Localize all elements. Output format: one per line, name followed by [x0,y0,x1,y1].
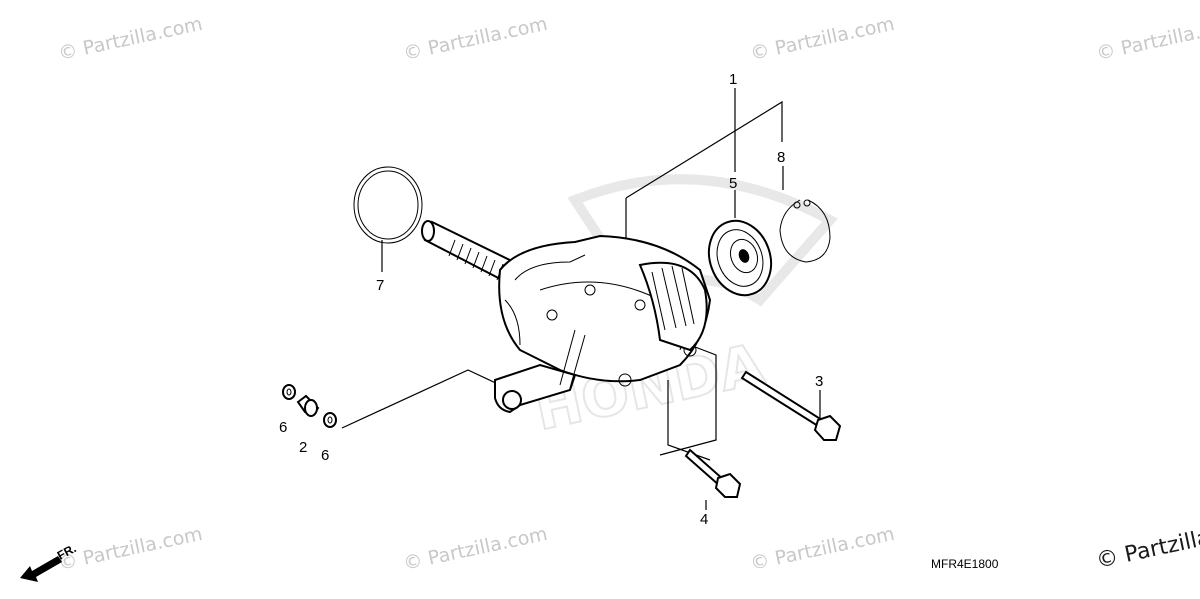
watermark-text: © Partzilla.com [748,523,896,575]
callouts: 1 5 8 7 3 4 6 2 6 [279,71,823,528]
callout-7: 7 [376,277,384,294]
front-arrow-icon [20,556,62,582]
snap-ring-part-8[interactable] [779,199,831,263]
watermark-corner-text: © Partzilla [1094,525,1200,574]
callout-8: 8 [777,149,785,166]
callout-3: 3 [815,373,823,390]
callout-5: 5 [729,175,737,192]
bolt-part-4[interactable] [684,448,742,498]
bearing-part-5[interactable] [699,212,781,304]
washer-part-6-left[interactable] [282,384,296,400]
watermark-text: © Partzilla.com [1094,13,1200,65]
watermark-text: © Partzilla.com [56,523,204,575]
watermark-text: © Partzilla.com [401,523,549,575]
bolt-part-3[interactable] [740,370,842,441]
drawing-code: MFR4E1800 [931,557,999,571]
o-ring-part-7[interactable] [353,166,423,244]
washer-part-6-right[interactable] [323,412,337,428]
callout-4: 4 [700,511,708,528]
watermark-text: © Partzilla.com [401,13,549,65]
callout-2: 2 [299,439,307,456]
watermark-text: © Partzilla.com [56,13,204,65]
watermark-text: © Partzilla.com [748,13,896,65]
callout-6-right: 6 [321,447,329,464]
switch-part-2[interactable] [296,394,320,417]
callout-1: 1 [729,71,737,88]
callout-6-left: 6 [279,419,287,436]
sub-transmission-assembly[interactable] [421,220,712,414]
